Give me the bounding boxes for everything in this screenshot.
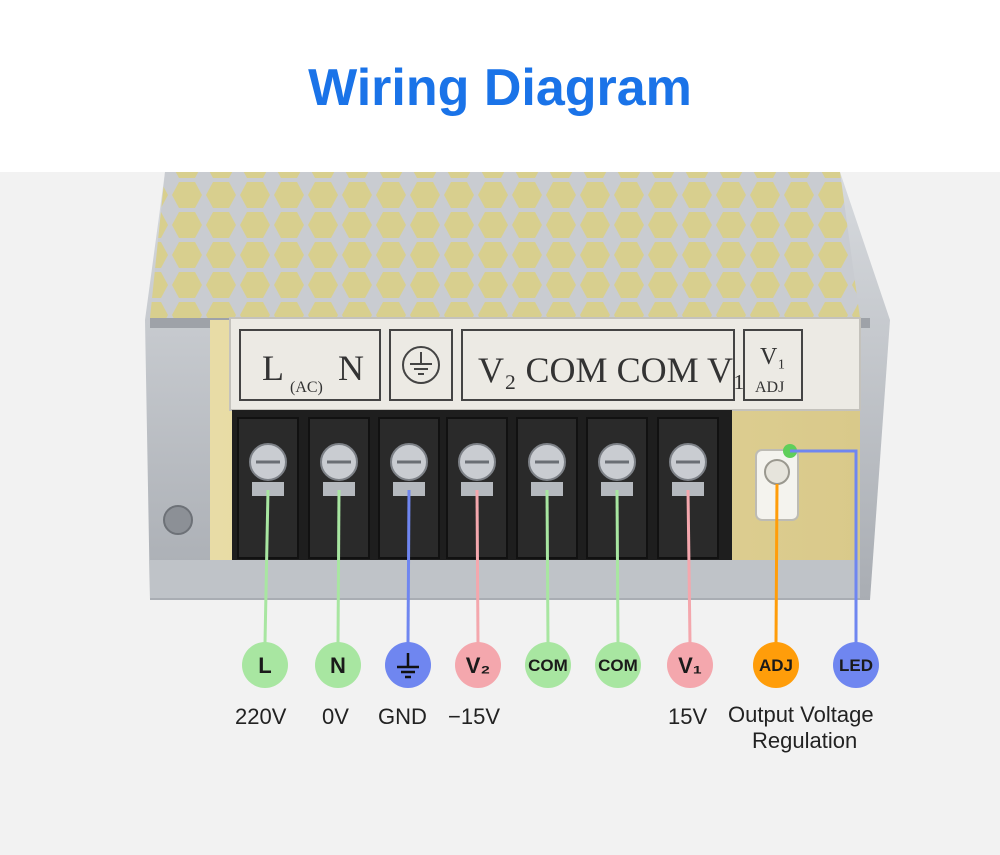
label-adj: ADJ	[755, 379, 784, 396]
ground-icon	[397, 653, 419, 679]
terminal-clamp	[672, 482, 704, 496]
bubble-label: COM	[598, 656, 638, 675]
label-l: L	[262, 348, 284, 388]
terminal-bubbles: L N V₂ COM COM V₁ ADJ LED	[242, 642, 879, 688]
terminal-bubble: COM	[525, 642, 571, 688]
terminal-clamp	[461, 482, 493, 496]
housing-base	[150, 560, 860, 598]
wire-lead-adj	[774, 483, 779, 644]
caption-adj-line2: Regulation	[752, 728, 858, 753]
power-supply-unit: L (AC) N V₂ COM COM V₁ V₁ ADJ	[145, 172, 890, 600]
wire-lead	[615, 489, 620, 644]
caption-v2: −15V	[448, 704, 500, 729]
wire-lead	[336, 489, 341, 644]
terminal-clamp	[252, 482, 284, 496]
page-title: Wiring Diagram	[308, 59, 692, 117]
terminal-bubble: COM	[595, 642, 641, 688]
label-box-ac	[239, 329, 381, 401]
wire-lead	[263, 489, 270, 644]
terminal-bubble: ADJ	[753, 642, 799, 688]
bubble-label: V₁	[678, 653, 702, 678]
bubble-circle	[833, 642, 879, 688]
wire-lead	[686, 489, 692, 644]
terminal-bubble: V₁	[667, 642, 713, 688]
bubble-label: L	[258, 653, 271, 678]
terminal-bubble: L	[242, 642, 288, 688]
bubble-label: LED	[839, 656, 873, 675]
terminal-clamp	[531, 482, 563, 496]
wire-lead-led	[790, 449, 858, 643]
terminal-clamp	[601, 482, 633, 496]
caption-adj-line1: Output Voltage	[728, 702, 874, 727]
ventilation-mesh	[150, 172, 860, 318]
terminal-bubble: LED	[833, 642, 879, 688]
potentiometer-knob-icon	[764, 459, 790, 485]
bubble-circle	[455, 642, 501, 688]
caption-gnd: GND	[378, 704, 427, 729]
wire-lead	[545, 489, 550, 644]
label-ac: (AC)	[290, 379, 323, 396]
wire-leads	[263, 449, 858, 644]
bubble-circle	[667, 642, 713, 688]
label-n: N	[338, 348, 364, 388]
caption-n: 0V	[322, 704, 349, 729]
mounting-screw-icon	[163, 505, 193, 535]
terminal-clamp	[323, 482, 355, 496]
bubble-circle	[525, 642, 571, 688]
label-outputs: V₂ COM COM V₁	[478, 350, 746, 390]
bubble-label: V₂	[466, 653, 490, 678]
ground-symbol-icon	[402, 346, 440, 384]
terminal-clamp	[393, 482, 425, 496]
bubble-label: COM	[528, 656, 568, 675]
bubble-circle	[753, 642, 799, 688]
terminal-bubble: V₂	[455, 642, 501, 688]
label-box-outputs	[461, 329, 735, 401]
caption-v1: 15V	[668, 704, 708, 729]
label-box-ground	[389, 329, 453, 401]
caption-l: 220V	[235, 704, 287, 729]
wire-lead	[475, 489, 480, 644]
bubble-label: ADJ	[759, 656, 793, 675]
terminal-bubble: N	[315, 642, 361, 688]
bubble-label: N	[330, 653, 346, 678]
wire-lead	[406, 489, 411, 644]
label-v1: V₁	[760, 344, 786, 370]
bubble-circle	[595, 642, 641, 688]
bubble-circle	[315, 642, 361, 688]
terminal-bubble	[385, 642, 431, 688]
bubble-circle	[242, 642, 288, 688]
label-box-adj	[743, 329, 803, 401]
